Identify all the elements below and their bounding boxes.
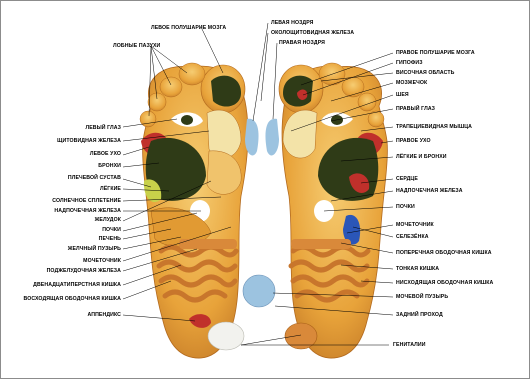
label-neck: ШЕЯ: [396, 92, 409, 98]
label-kidneys-left: ПОЧКИ: [102, 227, 121, 233]
left-toe-4: [148, 93, 166, 111]
label-left-ear: ЛЕВОЕ УХО: [90, 151, 121, 157]
label-liver: ПЕЧЕНЬ: [99, 236, 121, 242]
label-spleen: СЕЛЕЗЁНКА: [396, 234, 429, 240]
label-pituitary: ГИПОФИЗ: [396, 60, 423, 66]
label-right-ear: ПРАВОЕ УХО: [396, 138, 431, 144]
left-bladder-zone: [243, 275, 275, 307]
label-ureter-left: МОЧЕТОЧНИК: [83, 258, 121, 264]
label-transverse-colon: ПОПЕРЕЧНАЯ ОБОДОЧНАЯ КИШКА: [396, 250, 492, 256]
label-solar-plexus: СОЛНЕЧНОЕ СПЛЕТЕНИЕ: [52, 198, 121, 204]
label-pancreas: ПОДЖЕЛУДОЧНАЯ ЖЕЛЕЗА: [47, 268, 121, 274]
label-duodenum: ДВЕНАДЦАТИПЕРСТНАЯ КИШКА: [33, 282, 121, 288]
label-ureter-right: МОЧЕТОЧНИК: [396, 222, 434, 228]
left-toe-2: [179, 63, 205, 85]
label-genitals: ГЕНИТАЛИИ: [393, 342, 426, 348]
label-right-brain-hemisphere: ПРАВОЕ ПОЛУШАРИЕ МОЗГА: [396, 50, 475, 56]
right-nostril-zone: [265, 119, 279, 156]
label-cerebellum: МОЗЖЕЧОК: [396, 80, 427, 86]
right-foot: [265, 63, 387, 358]
label-kidneys-right: ПОЧКИ: [396, 204, 415, 210]
label-heart: СЕРДЦЕ: [396, 176, 418, 182]
label-right-eye: ПРАВЫЙ ГЛАЗ: [396, 106, 435, 112]
label-descending-colon: НИСХОДЯЩАЯ ОБОДОЧНАЯ КИШКА: [396, 280, 493, 286]
left-genital-zone: [208, 322, 244, 350]
label-parathyroid: ОКОЛОЩИТОВИДНАЯ ЖЕЛЕЗА: [271, 30, 354, 36]
label-left-eye: ЛЕВЫЙ ГЛАЗ: [85, 125, 121, 131]
label-lungs-bronchi: ЛЁГКИЕ И БРОНХИ: [396, 154, 447, 160]
left-toe-3: [160, 77, 182, 97]
label-frontal-sinuses: ЛОБНЫЕ ПАЗУХИ: [113, 43, 160, 49]
label-stomach: ЖЕЛУДОК: [95, 217, 121, 223]
label-anus: ЗАДНИЙ ПРОХОД: [396, 312, 443, 318]
label-trapezius: ТРАПЕЦИЕВИДНАЯ МЫШЦА: [396, 124, 472, 130]
left-eye-pupil: [181, 115, 193, 125]
label-temporal-area: ВИСОЧНАЯ ОБЛАСТЬ: [396, 70, 454, 76]
label-left-brain-hemisphere: ЛЕВОЕ ПОЛУШАРИЕ МОЗГА: [151, 25, 226, 31]
label-right-nostril: ПРАВАЯ НОЗДРЯ: [279, 40, 325, 46]
label-thyroid: ЩИТОВИДНАЯ ЖЕЛЕЗА: [57, 138, 121, 144]
label-small-intestine: ТОНКАЯ КИШКА: [396, 266, 439, 272]
label-bronchi: БРОНХИ: [98, 163, 121, 169]
left-toe-5: [140, 111, 156, 127]
label-appendix: АППЕНДИКС: [87, 312, 121, 318]
label-left-nostril: ЛЕВАЯ НОЗДРЯ: [271, 20, 314, 26]
label-shoulder-joint: ПЛЕЧЕВОЙ СУСТАВ: [68, 175, 121, 181]
label-adrenal-right: НАДПОЧЕЧНАЯ ЖЕЛЕЗА: [396, 188, 463, 194]
label-gallbladder: ЖЕЛЧНЫЙ ПУЗЫРЬ: [68, 246, 121, 252]
left-nostril-zone: [245, 119, 259, 156]
label-adrenal-left: НАДПОЧЕЧНАЯ ЖЕЛЕЗА: [54, 208, 121, 214]
right-colon: [291, 239, 351, 249]
left-foot: [140, 63, 275, 358]
label-ascending-colon: ВОСХОДЯЩАЯ ОБОДОЧНАЯ КИШКА: [23, 296, 121, 302]
label-lungs-left: ЛЁГКИЕ: [100, 186, 121, 192]
label-urinary-bladder: МОЧЕВОЙ ПУЗЫРЬ: [396, 294, 448, 300]
